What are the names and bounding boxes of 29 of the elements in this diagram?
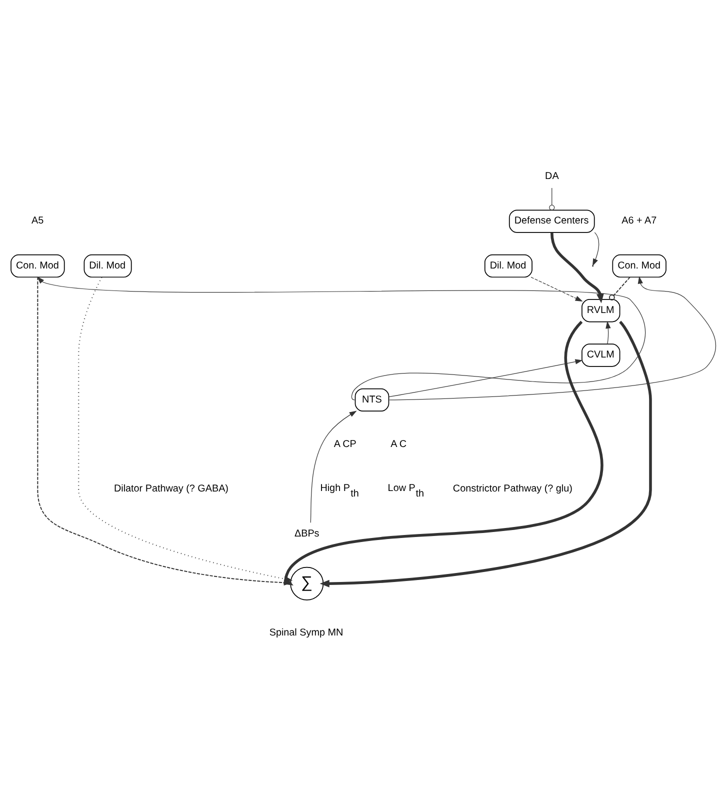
node-box: RVLM [582,299,620,322]
label: A6 + A7 [622,216,657,227]
node-box: NTS [354,388,390,412]
arrow [388,359,583,398]
connector [549,188,555,210]
node-box: Con. Mod [10,254,65,278]
node-box: Dil. Mod [84,254,132,278]
label: Dilator Pathway (? GABA) [114,484,228,495]
node-text: DA [545,171,559,182]
label: Constrictor Pathway (? glu) [452,484,572,495]
arrow [550,232,604,304]
arrow [310,410,357,523]
arrow [606,321,611,344]
node-circle: ∑ [290,566,324,600]
label: A C [390,438,407,450]
arrow [389,276,716,400]
node-box: Defense Centers [508,210,595,233]
node-label: Spinal Symp MN [269,628,344,639]
node-box: Dil. Mod [484,254,532,278]
node-box: CVLM [582,344,620,367]
label: A5 [31,216,44,227]
arrow [320,320,652,588]
arrow [37,276,646,400]
connector [608,276,630,301]
arrow [592,232,600,266]
label: A CP [334,438,356,450]
arrow [530,276,583,302]
node-text: ΔBPs [294,528,320,540]
node-box: Con. Mod [612,254,666,278]
